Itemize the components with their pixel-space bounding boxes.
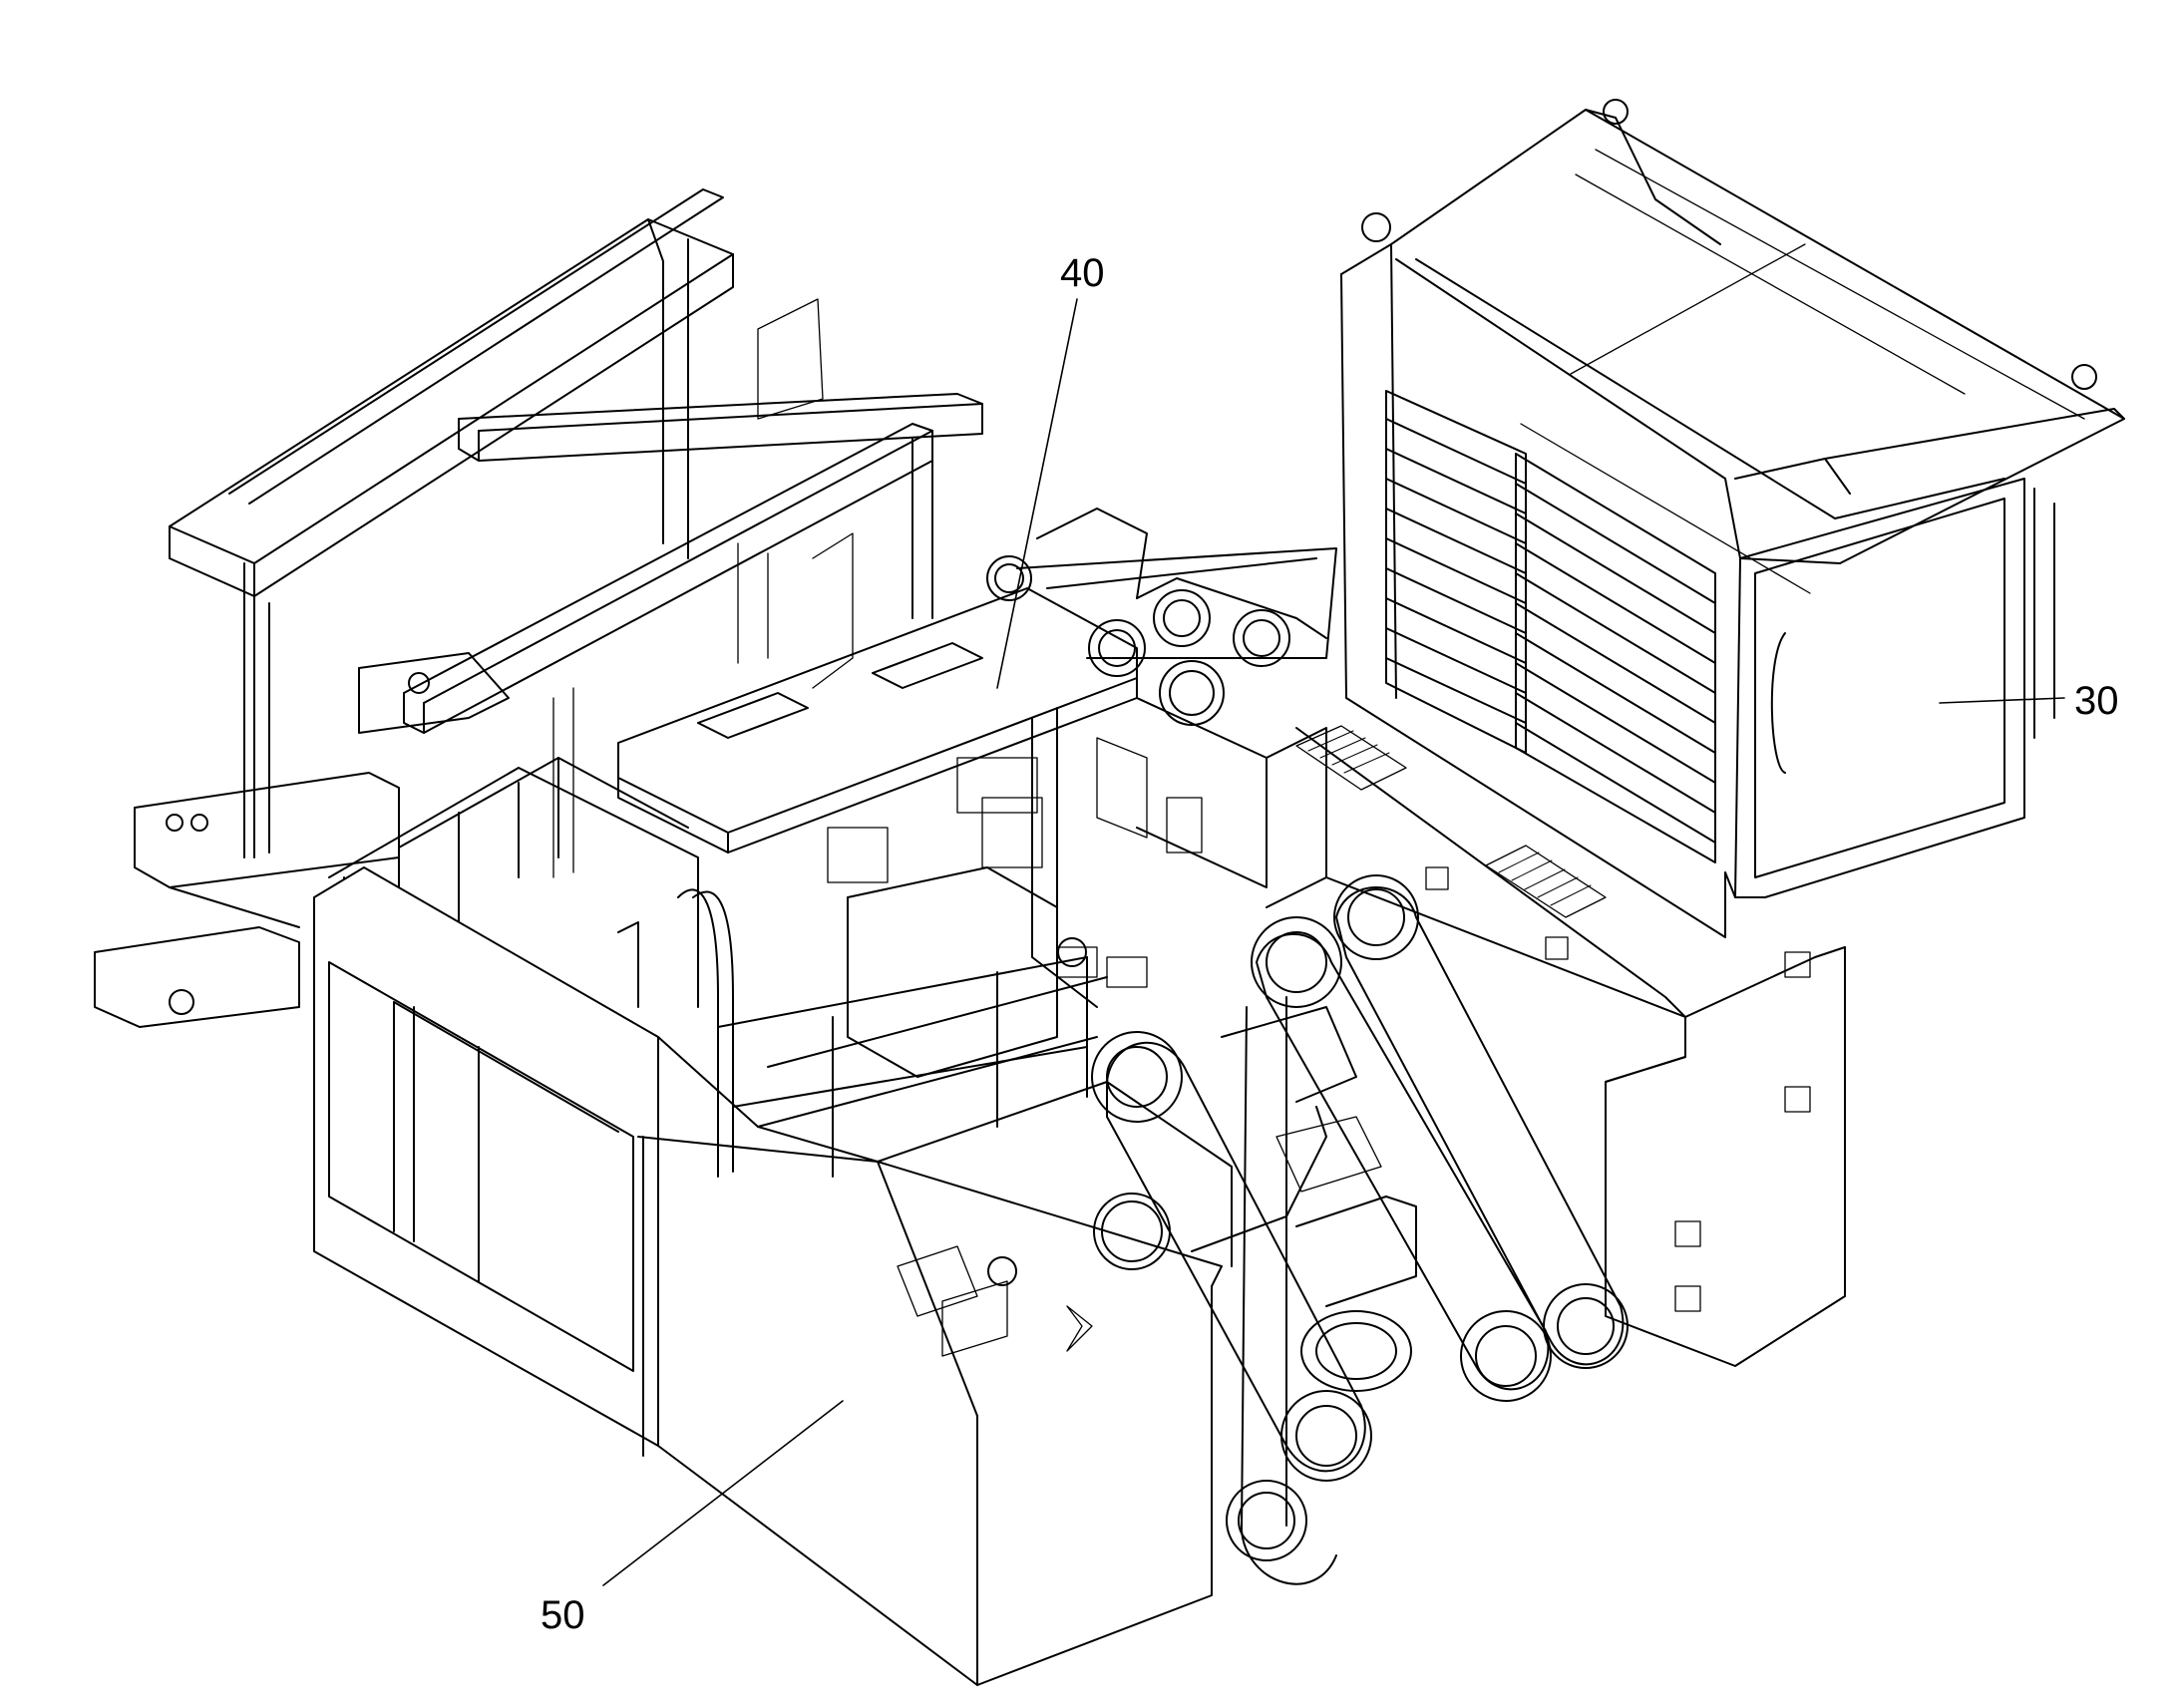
cab-louvres <box>1385 390 1716 863</box>
reference-numeral-40: 40 <box>1060 251 1105 295</box>
leader-line-40 <box>996 298 1078 689</box>
hand-rail <box>677 888 1088 1178</box>
leader-line-30 <box>1939 697 2065 704</box>
rear-roof-frame <box>169 188 983 878</box>
reference-annotations: 40 30 50 <box>541 251 2119 1637</box>
front-hood-50 <box>313 866 1233 1686</box>
boom-link-arm <box>1091 874 1629 1585</box>
step-grates <box>1295 725 1607 918</box>
reference-numeral-50: 50 <box>541 1593 585 1637</box>
leader-line-50 <box>602 1400 844 1586</box>
center-frame-40 <box>617 508 1337 1078</box>
operator-cab-30 <box>1340 99 2125 938</box>
chassis-base <box>94 652 510 1028</box>
rear-body <box>1295 727 1846 1367</box>
reference-numeral-30: 30 <box>2074 679 2119 723</box>
